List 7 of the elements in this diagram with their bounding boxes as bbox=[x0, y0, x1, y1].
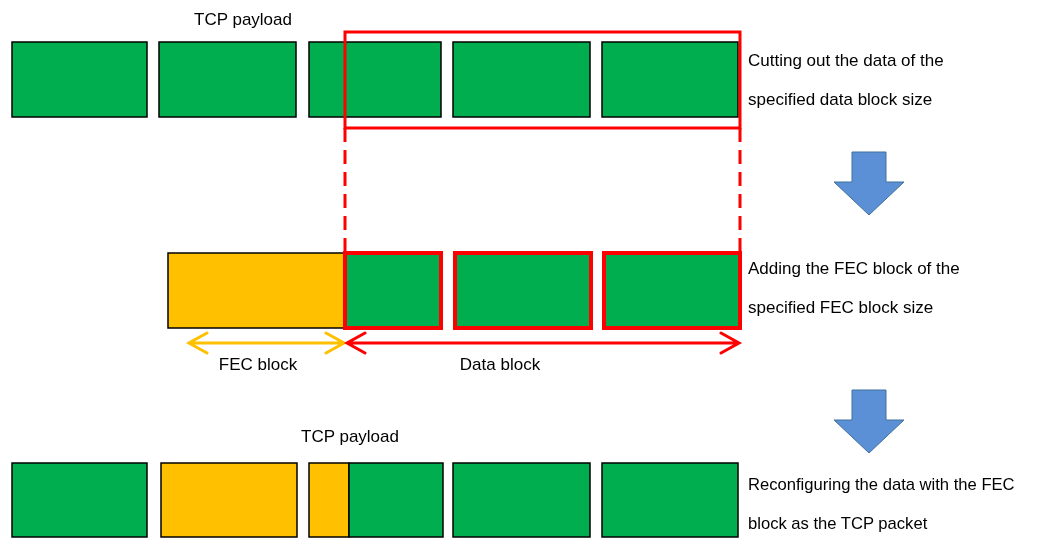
step-description: Reconfiguring the data with the FEC block as the TCP packet bbox=[748, 474, 1016, 535]
row-title: TCP payload bbox=[193, 9, 293, 31]
row-title: TCP payload bbox=[300, 426, 400, 448]
dimension-label: Data block bbox=[458, 354, 542, 376]
dimension-label: FEC block bbox=[217, 354, 299, 376]
step-description: Cutting out the data of the specified data block size bbox=[748, 50, 945, 111]
step-description: Adding the FEC block of the specified FEC block size bbox=[748, 258, 961, 319]
